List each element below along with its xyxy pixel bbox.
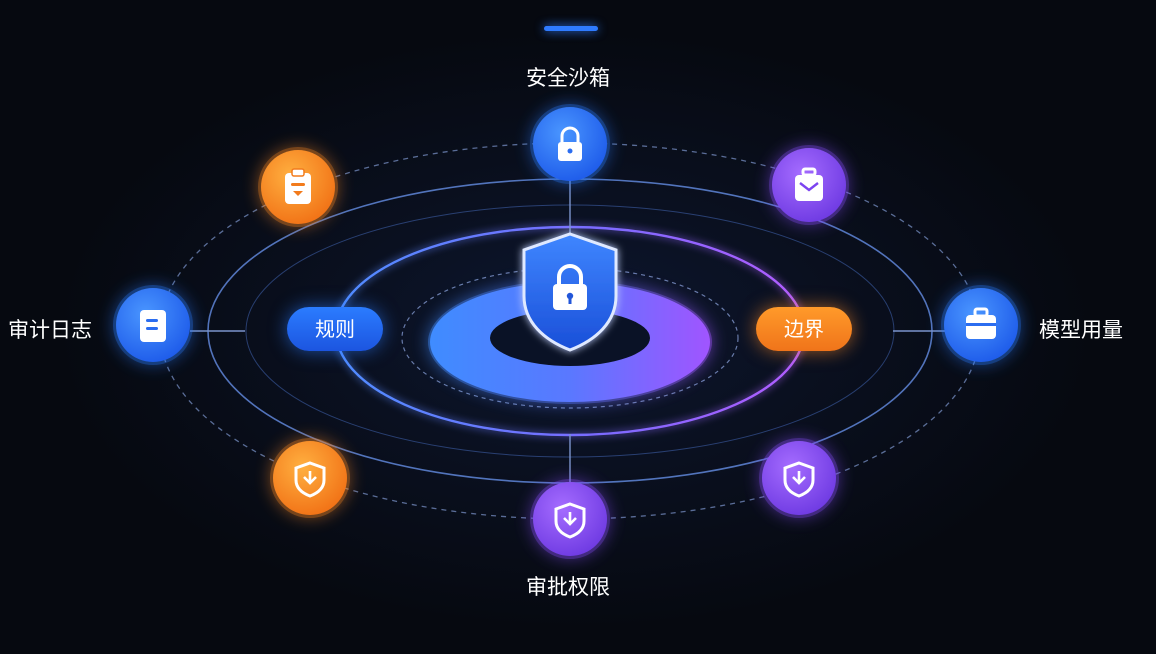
node-top[interactable] xyxy=(530,104,610,184)
label-approval-permissions: 审批权限 xyxy=(526,575,610,599)
shield-download-icon xyxy=(554,502,586,539)
document-icon xyxy=(140,310,166,342)
node-top-right[interactable] xyxy=(769,145,849,225)
label-security-sandbox: 安全沙箱 xyxy=(526,66,610,90)
node-right[interactable] xyxy=(941,285,1021,365)
label-model-usage: 模型用量 xyxy=(1039,318,1123,342)
node-bottom-left[interactable] xyxy=(270,438,350,518)
lock-icon xyxy=(558,126,582,161)
shield-download-icon xyxy=(294,461,326,498)
node-left[interactable] xyxy=(113,285,193,365)
clipboard-icon xyxy=(285,168,311,204)
pill-boundary[interactable]: 边界 xyxy=(756,307,852,351)
node-bottom-right[interactable] xyxy=(759,438,839,518)
label-audit-log: 审计日志 xyxy=(8,318,92,342)
top-accent-bar xyxy=(544,26,598,31)
pill-rules[interactable]: 规则 xyxy=(287,307,383,351)
briefcase-icon xyxy=(966,307,996,339)
node-top-left[interactable] xyxy=(258,147,338,227)
shield-lock-icon xyxy=(522,232,618,352)
archive-box-icon xyxy=(795,167,823,201)
node-bottom[interactable] xyxy=(530,479,610,559)
shield-download-icon xyxy=(783,461,815,498)
